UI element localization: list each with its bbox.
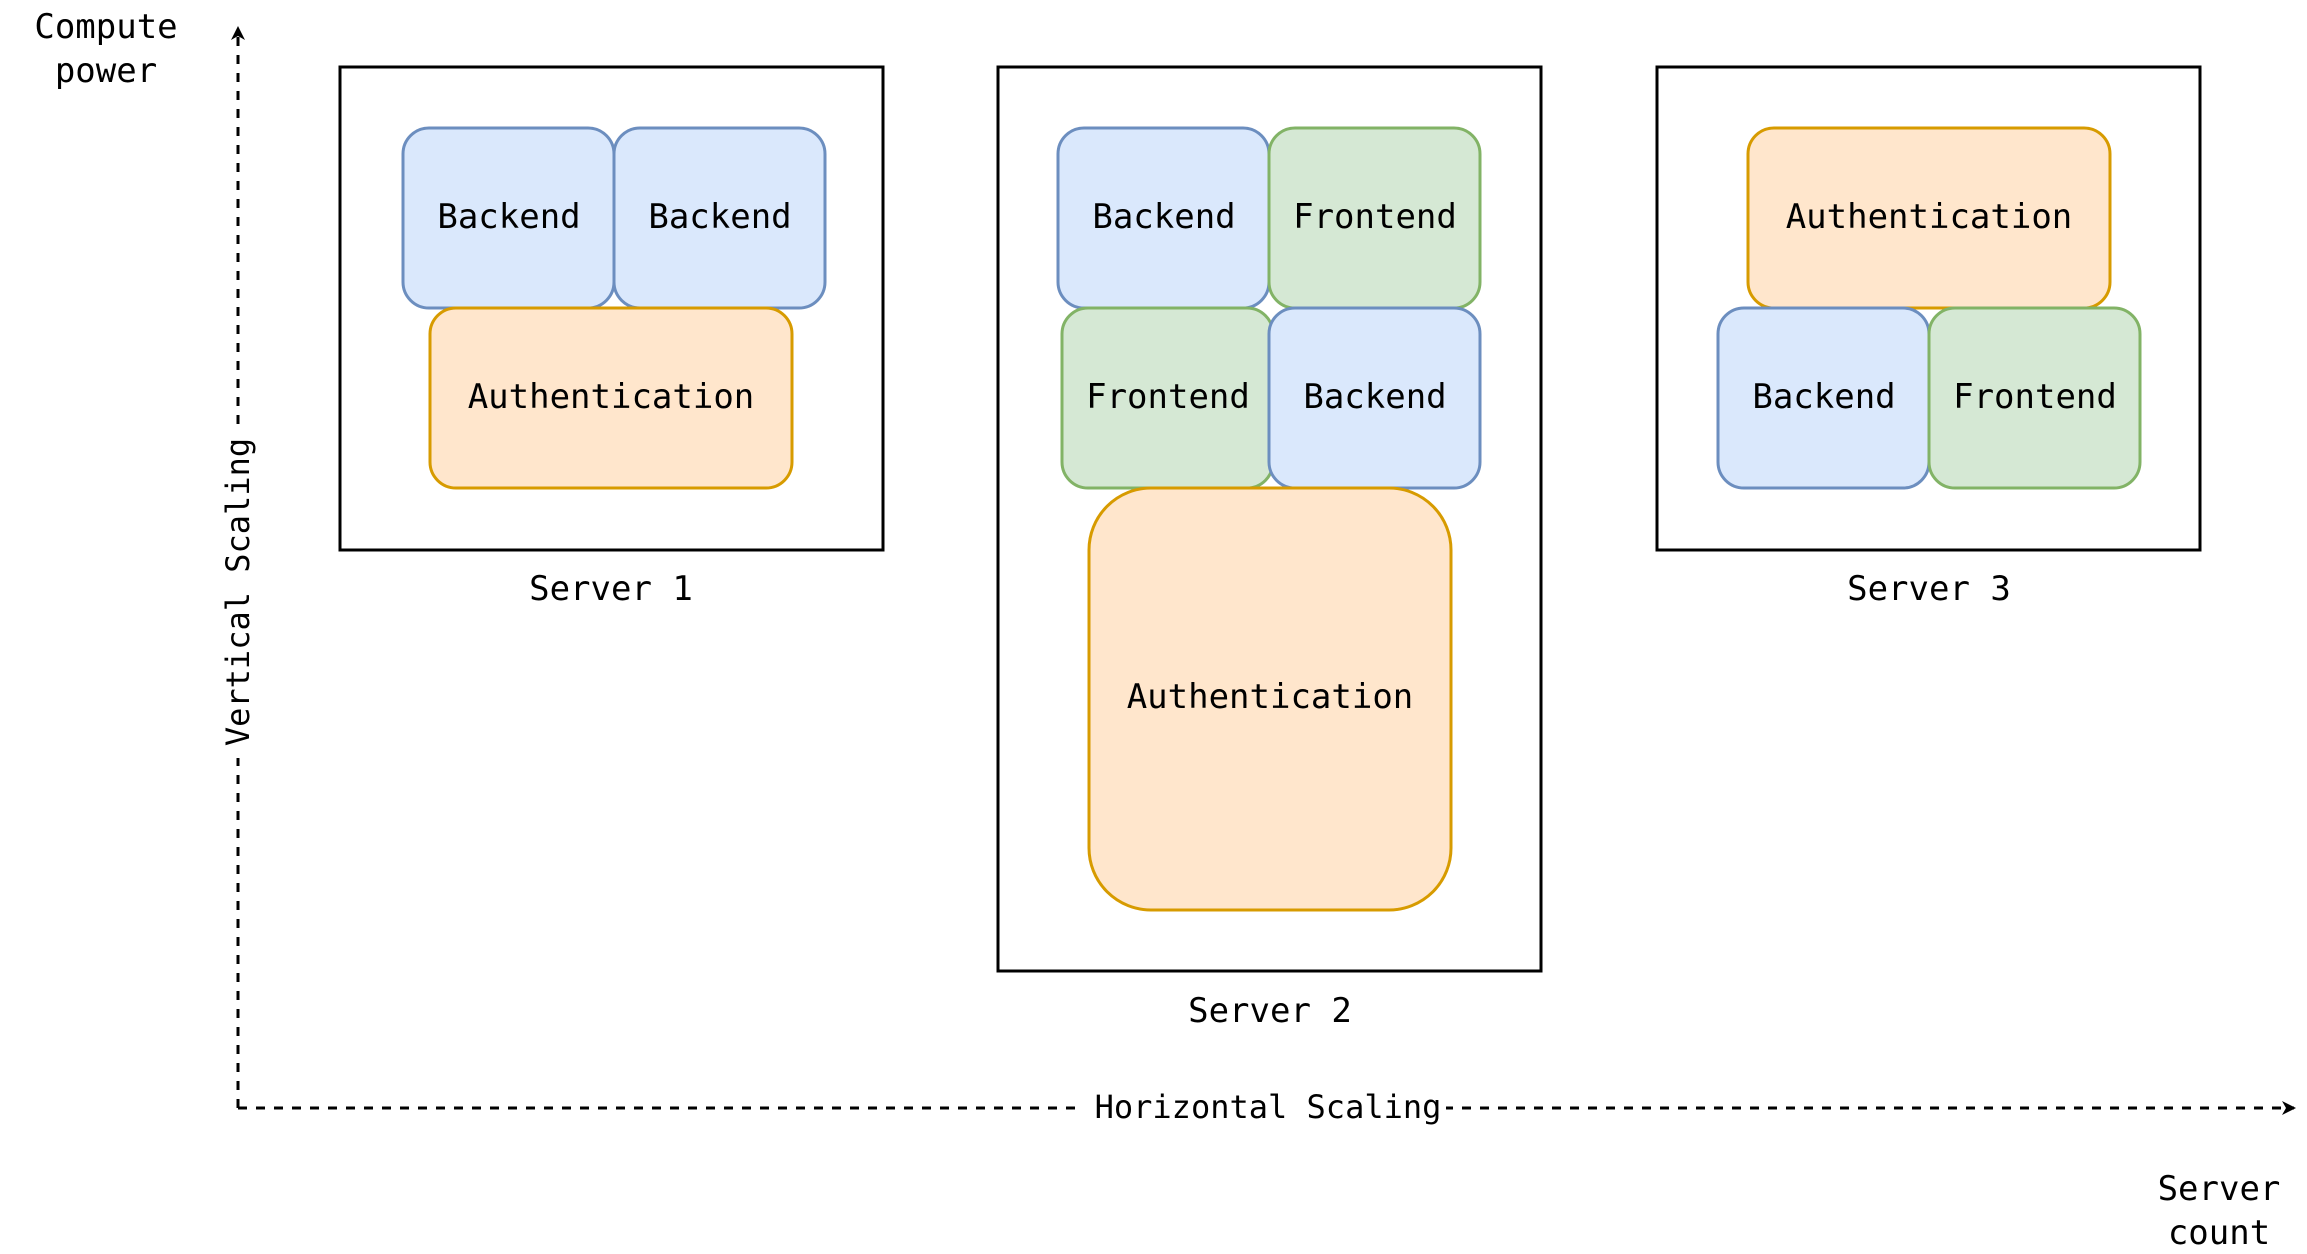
service-authentication: Authentication [1087, 486, 1453, 912]
service-authentication: Authentication [428, 306, 794, 490]
service-backend: Backend [1267, 306, 1482, 490]
service-backend: Backend [1716, 306, 1931, 490]
server-name: Server 1 [529, 569, 693, 609]
service-backend: Backend [401, 126, 616, 310]
vertical-axis-label-bg [220, 428, 256, 758]
vertical-scaling-label: Vertical Scaling [219, 438, 257, 746]
service-box [1927, 306, 2142, 490]
service-label: Backend [648, 197, 791, 237]
y-axis-title-line-1: Compute [34, 7, 177, 47]
service-backend: Backend [612, 126, 827, 310]
x-axis-title-line-2: count [2168, 1213, 2270, 1253]
service-box [428, 306, 794, 490]
server-2: Backend Frontend Frontend Backend Authen… [996, 65, 1543, 1031]
server-name: Server 3 [1847, 569, 2011, 609]
service-box [1746, 126, 2112, 310]
service-label: Backend [437, 197, 580, 237]
horizontal-scaling-label: Horizontal Scaling [1095, 1088, 1442, 1126]
service-box [1087, 486, 1453, 912]
service-label: Frontend [1086, 377, 1250, 417]
service-backend: Backend [1056, 126, 1271, 310]
service-label: Backend [1752, 377, 1895, 417]
service-label: Backend [1092, 197, 1235, 237]
service-label: Frontend [1293, 197, 1457, 237]
server-name: Server 2 [1188, 991, 1352, 1031]
service-label: Authentication [468, 377, 755, 417]
y-axis-title-line-2: power [55, 51, 157, 91]
x-axis-title-line-1: Server [2158, 1169, 2281, 1209]
server-1: Backend Backend Authentication Server 1 [338, 65, 885, 609]
service-authentication: Authentication [1746, 126, 2112, 310]
service-label: Authentication [1786, 197, 2073, 237]
service-label: Backend [1303, 377, 1446, 417]
server-3: Authentication Backend Frontend Server 3 [1655, 65, 2202, 609]
service-label: Authentication [1127, 677, 1414, 717]
service-frontend: Frontend [1267, 126, 1482, 310]
service-frontend: Frontend [1060, 306, 1275, 490]
horizontal-axis-label-bg [1084, 1088, 1446, 1128]
service-label: Frontend [1953, 377, 2117, 417]
service-frontend: Frontend [1927, 306, 2142, 490]
